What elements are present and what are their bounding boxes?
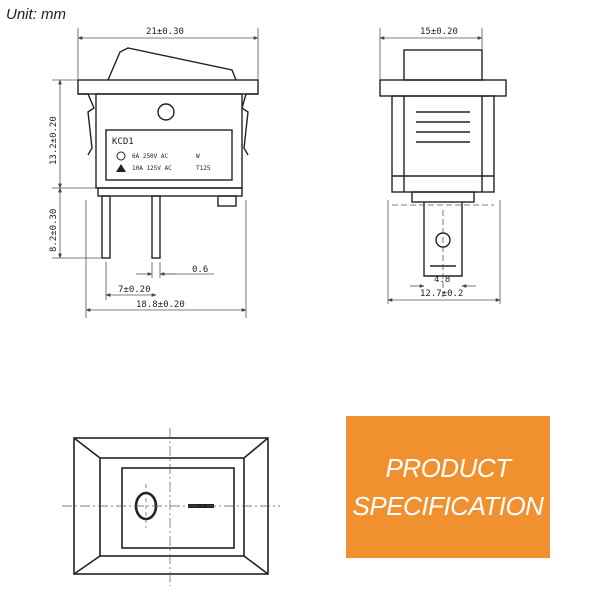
ce-mark [116, 151, 126, 161]
front-dim-left-lower: 8.2±0.30 [49, 209, 59, 252]
front-label-rating-1-extra: W [196, 153, 200, 160]
front-dim-body-width: 18.8±0.20 [136, 300, 185, 310]
front-view [77, 47, 259, 259]
warning-triangle [116, 164, 126, 172]
side-rocker [403, 49, 483, 81]
front-base [97, 187, 243, 197]
front-dim-pin-width: 0.6 [192, 265, 208, 275]
top-centerlines [62, 428, 280, 586]
front-dim-pin-spacing: 7±0.20 [118, 285, 151, 295]
front-left-tab [78, 93, 95, 156]
front-dim-left-upper: 13.2±0.20 [49, 116, 59, 165]
side-base [411, 191, 475, 203]
unit-label: Unit: mm [6, 6, 66, 23]
spec-badge: PRODUCT SPECIFICATION [346, 416, 550, 558]
side-dim-top: 15±0.20 [420, 27, 458, 37]
side-dim-bottom: 12.7±0.2 [420, 289, 463, 299]
side-body [391, 95, 495, 193]
front-rocker [107, 47, 237, 81]
front-flange [77, 79, 259, 95]
front-pin-mid [151, 195, 161, 259]
spec-badge-line1: PRODUCT [385, 453, 511, 483]
front-label-rating-1: 6A 250V AC [132, 153, 169, 160]
front-label-rating-2-extra: T125 [196, 165, 211, 172]
front-dimensions [52, 28, 259, 318]
side-dimensions [379, 28, 501, 304]
front-right-tab [241, 93, 258, 156]
top-inner-frame [99, 457, 245, 557]
front-dim-top: 21±0.30 [146, 27, 184, 37]
front-label-rect [105, 129, 233, 181]
front-pin-right-stub [217, 195, 237, 207]
front-label-model: KCD1 [112, 137, 134, 147]
front-hole [157, 103, 175, 121]
side-flange [379, 79, 507, 97]
spec-badge-line2: SPECIFICATION [352, 491, 544, 521]
front-label-rating-2: 10A 125V AC [132, 165, 172, 172]
front-pin-left [101, 195, 111, 259]
top-rocker-face [121, 467, 235, 549]
side-dim-terminal: 4.8 [434, 275, 450, 285]
